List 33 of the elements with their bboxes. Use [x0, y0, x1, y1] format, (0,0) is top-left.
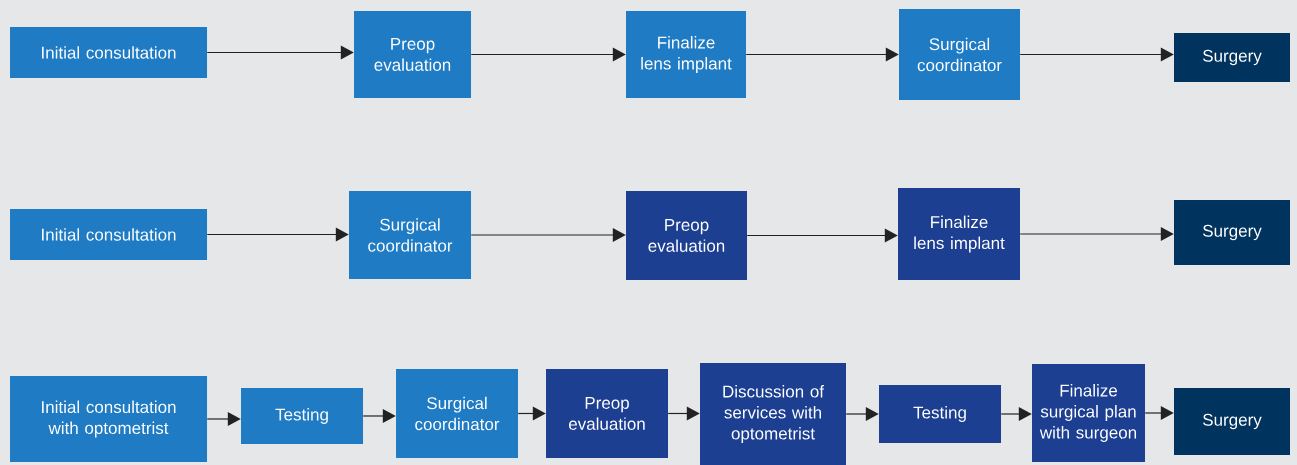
process-box: Testing	[879, 385, 1001, 443]
process-box: Discussion of services with optometrist	[700, 363, 846, 465]
process-box: Surgical coordinator	[396, 369, 518, 458]
arrow	[667, 406, 700, 421]
arrow	[1144, 406, 1174, 420]
arrow	[362, 409, 396, 423]
process-box: Surgery	[1174, 200, 1290, 265]
arrow	[206, 45, 354, 60]
process-box: Finalize surgical plan with surgeon	[1032, 364, 1145, 462]
process-box: Initial consultation	[10, 27, 207, 78]
arrow	[470, 47, 626, 62]
process-box: Preop evaluation	[354, 11, 471, 98]
arrow	[745, 47, 899, 62]
process-box: Preop evaluation	[546, 369, 668, 458]
process-box: Initial consultation with optometrist	[10, 376, 207, 462]
arrow	[746, 228, 898, 243]
arrow	[517, 406, 546, 421]
arrow	[845, 407, 879, 421]
process-box: Finalize lens implant	[626, 11, 746, 98]
arrow	[470, 228, 626, 242]
process-box: Surgery	[1174, 33, 1290, 82]
arrow	[1000, 407, 1032, 421]
process-box: Preop evaluation	[626, 191, 747, 280]
process-box: Initial consultation	[10, 209, 207, 260]
arrow	[206, 412, 241, 426]
arrow	[206, 227, 349, 242]
process-box: Testing	[241, 388, 363, 444]
arrow	[1019, 227, 1174, 241]
process-box: Surgical coordinator	[899, 9, 1020, 100]
process-box: Surgery	[1174, 388, 1290, 455]
process-box: Finalize lens implant	[898, 188, 1020, 280]
process-box: Surgical coordinator	[349, 191, 471, 279]
arrow	[1019, 47, 1174, 62]
